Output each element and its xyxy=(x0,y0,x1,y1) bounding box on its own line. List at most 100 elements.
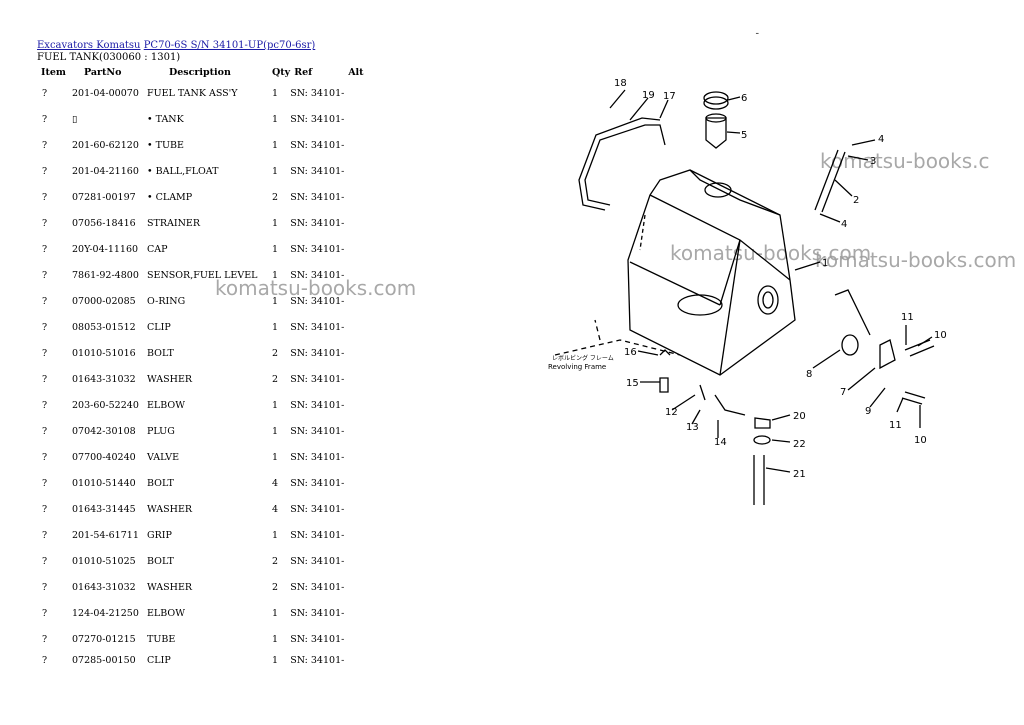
cell-ref: SN: 34101- xyxy=(290,555,345,567)
cell-partno: 07700-40240 xyxy=(72,451,136,463)
cell-partno: 7861-92-4800 xyxy=(72,269,139,281)
cell-partno: 07042-30108 xyxy=(72,425,136,437)
callout-12: 12 xyxy=(665,407,678,418)
cell-alt xyxy=(348,210,368,236)
cell-alt xyxy=(348,418,368,444)
callout-10b: 10 xyxy=(914,435,927,446)
cell-partno: 20Y-04-11160 xyxy=(72,243,139,255)
cell-ref: SN: 34101- xyxy=(290,399,345,411)
cell-qty: 1 xyxy=(272,425,279,437)
cell-qty: 4 xyxy=(272,503,279,515)
cell-qty: 1 xyxy=(272,269,279,281)
cell-qty: 1 xyxy=(272,451,279,463)
cell-description: • BALL,FLOAT xyxy=(147,165,219,177)
cell-qty: 1 xyxy=(272,654,279,666)
fuel-tank-drawing xyxy=(627,169,796,376)
cell-description: ELBOW xyxy=(147,607,185,619)
callout-11b: 11 xyxy=(889,420,902,431)
cell-partno: 07000-02085 xyxy=(72,295,136,307)
cell-qty: 1 xyxy=(272,113,279,125)
header-item: Item xyxy=(41,67,66,78)
header-qty: Qty xyxy=(272,67,291,78)
callout-10: 10 xyxy=(934,330,947,341)
header-alt: Alt xyxy=(348,67,364,78)
cell-qty: 1 xyxy=(272,243,279,255)
cell-qty: 2 xyxy=(272,347,279,359)
cell-qty: 1 xyxy=(272,165,279,177)
cell-ref: SN: 34101- xyxy=(290,269,345,281)
cell-qty: 1 xyxy=(272,607,279,619)
cell-description: VALVE xyxy=(147,451,180,463)
cell-qty: 2 xyxy=(272,555,279,567)
cell-description: ELBOW xyxy=(147,399,185,411)
cell-ref: SN: 34101- xyxy=(290,321,345,333)
cell-description: WASHER xyxy=(147,503,193,515)
cell-item: ? xyxy=(42,87,48,99)
callout-2: 2 xyxy=(853,195,859,206)
cell-description: SENSOR,FUEL LEVEL xyxy=(147,269,258,281)
cell-description: GRIP xyxy=(147,529,172,541)
cell-item: ? xyxy=(42,269,48,281)
callout-17: 17 xyxy=(663,91,676,102)
callout-3: 3 xyxy=(870,156,876,167)
cell-qty: 1 xyxy=(272,321,279,333)
cell-partno: 01010-51016 xyxy=(72,347,136,359)
cell-item: ? xyxy=(42,347,48,359)
cell-qty: 2 xyxy=(272,191,279,203)
breadcrumb-link-excavators[interactable]: Excavators Komatsu xyxy=(37,40,141,51)
cell-description: BOLT xyxy=(147,555,174,567)
cell-alt xyxy=(348,626,368,652)
cell-ref: SN: 34101- xyxy=(290,295,345,307)
callout-13: 13 xyxy=(686,422,699,433)
cell-qty: 2 xyxy=(272,373,279,385)
cell-qty: 1 xyxy=(272,139,279,151)
callout-4b: 4 xyxy=(841,219,847,230)
cell-description: CLIP xyxy=(147,654,171,666)
cell-ref: SN: 34101- xyxy=(290,477,345,489)
watermark: komatsu-books.c xyxy=(820,149,990,173)
cell-ref: SN: 34101- xyxy=(290,347,345,359)
cell-alt xyxy=(348,314,368,340)
cell-alt xyxy=(348,132,368,158)
parts-table: Item PartNo Description Qty Ref Alt ?201… xyxy=(37,65,368,668)
cell-qty: 1 xyxy=(272,633,279,645)
cell-item: ? xyxy=(42,373,48,385)
cell-ref: SN: 34101- xyxy=(290,165,345,177)
cell-alt xyxy=(348,522,368,548)
cell-ref: SN: 34101- xyxy=(290,451,345,463)
cell-partno: 01643-31032 xyxy=(72,581,136,593)
cell-item: ? xyxy=(42,633,48,645)
cell-item: ? xyxy=(42,477,48,489)
cell-description: CLIP xyxy=(147,321,171,333)
cell-alt xyxy=(348,600,368,626)
cell-item: ? xyxy=(42,243,48,255)
table-header-row: Item PartNo Description Qty Ref Alt xyxy=(37,65,368,80)
cell-alt xyxy=(348,80,368,106)
callout-1: 1 xyxy=(822,258,828,269)
header-description: Description xyxy=(169,67,231,78)
cell-description: • CLAMP xyxy=(147,191,193,203)
callout-18: 18 xyxy=(614,78,627,89)
breadcrumb-link-model[interactable]: PC70-6S S/N 34101-UP(pc70-6sr) xyxy=(143,40,316,51)
cell-partno: 01010-51025 xyxy=(72,555,136,567)
cell-item: ? xyxy=(42,217,48,229)
cell-partno: 07270-01215 xyxy=(72,633,136,645)
cell-partno: ▯ xyxy=(72,113,78,125)
frame-label-jp: レボルビング フレーム xyxy=(552,354,614,362)
callout-14: 14 xyxy=(714,437,727,448)
cell-ref: SN: 34101- xyxy=(290,633,345,645)
cell-partno: 07056-18416 xyxy=(72,217,136,229)
cell-partno: 01643-31445 xyxy=(72,503,136,515)
